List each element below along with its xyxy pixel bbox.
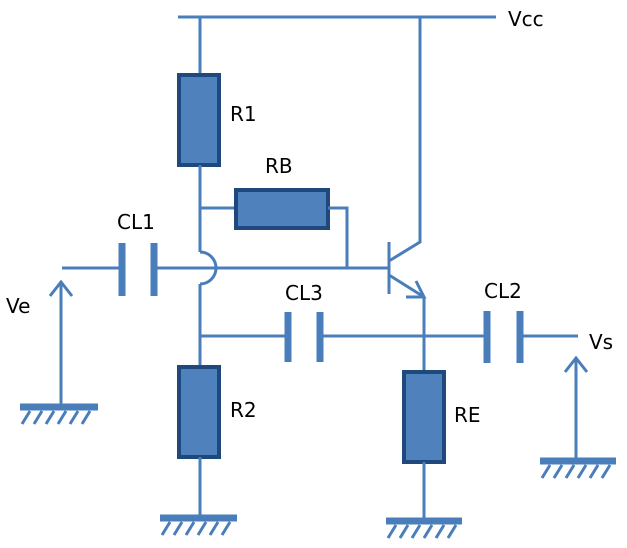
ground-re-hatch [386,524,458,539]
resistor-re [402,370,446,464]
vs-label: Vs [589,330,613,354]
resistor-rb [234,188,330,230]
rb-label: RB [265,154,293,178]
ve-arrow-head [48,279,74,297]
cl1-label: CL1 [117,210,155,234]
ground-vs-hatch [540,464,612,479]
vs-arrow-head [563,355,589,373]
re-label: RE [454,403,481,427]
ground-r2-hatch [160,521,232,536]
transistor-emitter [388,273,425,299]
r1-label: R1 [230,102,257,126]
resistor-r1 [177,73,221,167]
r2-label: R2 [230,398,257,422]
cl2-label: CL2 [484,279,522,303]
cl3-label: CL3 [285,281,323,305]
resistor-r2 [177,365,221,459]
vcc-label: Vcc [508,7,544,31]
ground-ve-hatch [20,410,92,425]
wire-rb-to-base [328,206,349,268]
ve-label: Ve [6,294,30,318]
transistor-collector [388,17,422,263]
